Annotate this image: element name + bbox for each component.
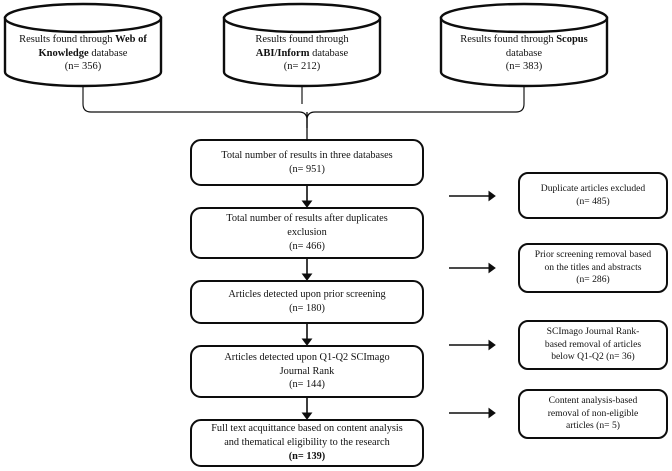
source-count: (n= 383) — [505, 61, 543, 73]
source-line2-post: database — [309, 47, 349, 59]
database-cylinder-scopus — [439, 2, 609, 88]
source-line1-bold: Scopus — [556, 33, 588, 45]
source-line1-bold: Web of — [115, 33, 147, 45]
source-line2-bold: Knowledge — [38, 47, 89, 59]
exclusion-line2: on the titles and abstracts — [544, 261, 642, 273]
flow-box-full-text-acceptance: Full text acquittance based on content a… — [190, 419, 424, 467]
exclusion-line2: based removal of articles — [544, 338, 642, 350]
exclusion-count: (n= 286) — [576, 274, 610, 286]
flow-line1: Total number of results in three databas… — [221, 149, 393, 161]
exclusion-box-scimago-removal: SCImago Journal Rank- based removal of a… — [518, 320, 668, 370]
flow-line1: Full text acquittance based on content a… — [211, 423, 403, 435]
flow-count: (n= 951) — [289, 163, 325, 175]
flow-line2: exclusion — [287, 227, 327, 239]
exclusion-count: (n= 485) — [576, 195, 610, 207]
flow-line1: Articles detected upon prior screening — [228, 289, 386, 301]
exclusion-line2: removal of non-eligible — [547, 407, 639, 419]
source-line1-pre: Results found through — [255, 33, 349, 45]
flow-box-after-duplicates: Total number of results after duplicates… — [190, 207, 424, 259]
flow-box-prior-screening: Articles detected upon prior screening (… — [190, 280, 424, 324]
source-count: (n= 356) — [64, 61, 102, 73]
exclusion-line3: below Q1-Q2 (n= 36) — [551, 351, 635, 363]
exclusion-line3: articles (n= 5) — [566, 420, 620, 432]
database-label-scopus: Results found through Scopus database (n… — [441, 4, 607, 90]
source-line2-post: database — [505, 47, 543, 59]
flow-box-total-results: Total number of results in three databas… — [190, 139, 424, 186]
exclusion-line1: Content analysis-based — [548, 394, 638, 406]
source-line1-pre: Results found through — [19, 33, 116, 45]
flow-line1: Articles detected upon Q1-Q2 SCImago — [224, 351, 390, 363]
database-label-web-of-knowledge: Results found through Web of Knowledge d… — [5, 4, 161, 90]
database-label-abi-inform: Results found through ABI/Inform databas… — [224, 4, 380, 90]
flow-line2: and thematical eligibility to the resear… — [224, 437, 390, 449]
source-count: (n= 212) — [283, 61, 321, 73]
source-line2-bold: ABI/Inform — [255, 47, 310, 59]
exclusion-line1: SCImago Journal Rank- — [546, 325, 640, 337]
exclusion-arrows-horizontal — [449, 190, 496, 419]
flow-count: (n= 180) — [289, 303, 325, 314]
database-cylinder-abi-inform — [222, 2, 382, 88]
flow-line2: Journal Rank — [279, 365, 335, 377]
flow-count: (n= 144) — [289, 379, 325, 391]
exclusion-box-duplicates-excluded: Duplicate articles excluded (n= 485) — [518, 172, 668, 219]
database-cylinder-web-of-knowledge — [3, 2, 163, 88]
exclusion-line1: Duplicate articles excluded — [540, 182, 646, 194]
merge-brace-connector — [82, 86, 525, 139]
source-line1-pre: Results found through — [460, 33, 557, 45]
flow-box-scimago-rank: Articles detected upon Q1-Q2 SCImago Jou… — [190, 345, 424, 398]
flow-count: (n= 466) — [289, 240, 325, 252]
flow-line1: Total number of results after duplicates — [226, 213, 388, 225]
exclusion-line1: Prior screening removal based — [534, 248, 652, 260]
source-line2-post: database — [88, 47, 128, 59]
exclusion-box-prior-screening-removal: Prior screening removal based on the tit… — [518, 243, 668, 293]
flow-count: (n= 139) — [288, 450, 326, 462]
exclusion-box-content-analysis-removal: Content analysis-based removal of non-el… — [518, 389, 668, 439]
